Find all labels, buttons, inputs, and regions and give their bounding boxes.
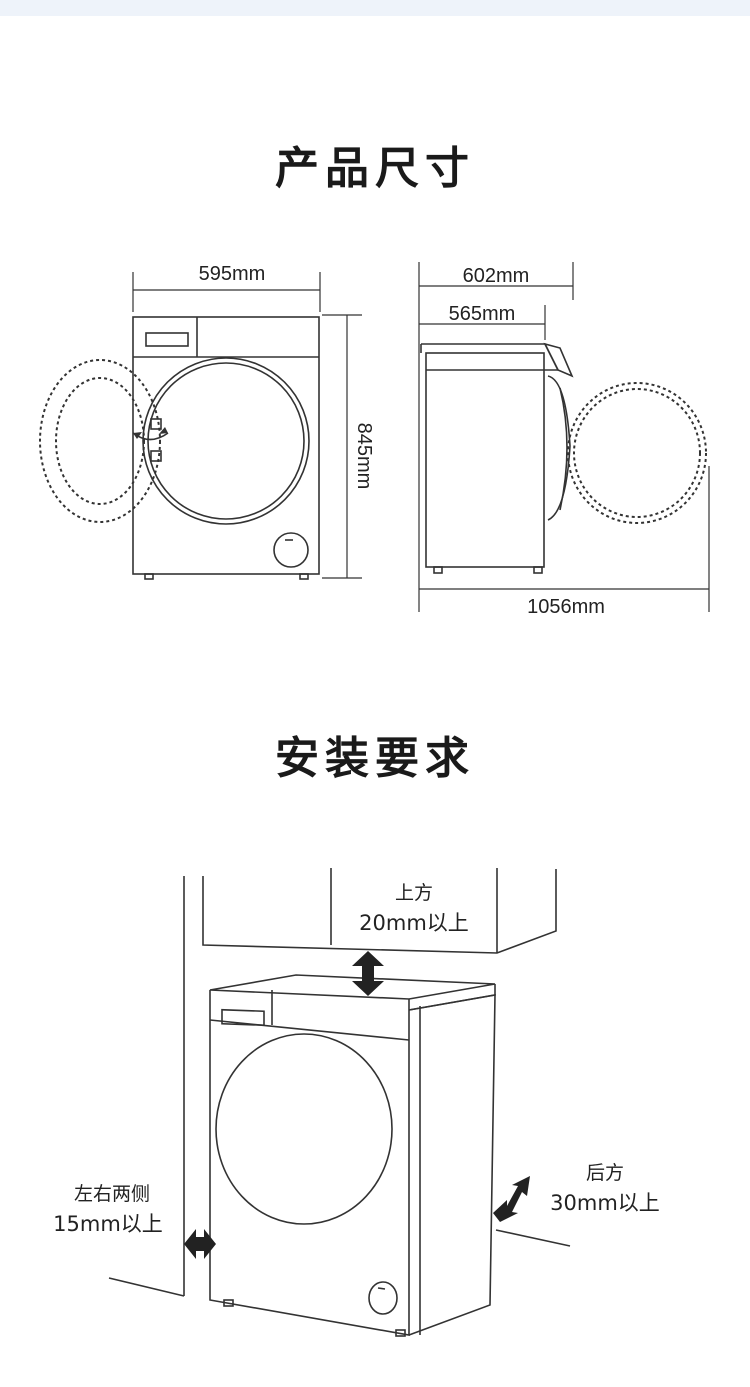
height-label: 845mm (353, 423, 375, 490)
depth-door-open-label: 1056mm (527, 596, 605, 618)
front-view-washer (39, 272, 362, 580)
rear-clearance-value: 30mm以上 (550, 1191, 660, 1215)
product-size-heading: 产品尺寸 (275, 143, 475, 194)
sides-clearance-label: 左右两侧 (74, 1183, 150, 1205)
depth-total-label: 602mm (463, 265, 530, 287)
install-requirements-heading: 安装要求 (275, 733, 475, 784)
rear-clearance-label: 后方 (586, 1162, 624, 1184)
sides-clearance-value: 15mm以上 (53, 1212, 163, 1236)
top-band (0, 0, 750, 16)
top-clearance-label: 上方 (395, 882, 433, 904)
installation-scene (108, 868, 571, 1337)
side-view-washer (418, 262, 710, 612)
top-clearance-value: 20mm以上 (359, 911, 469, 935)
front-width-label: 595mm (199, 263, 266, 285)
top-clearance-arrow (352, 951, 384, 996)
rear-clearance-arrow (493, 1176, 530, 1222)
depth-body-label: 565mm (449, 303, 516, 325)
side-clearance-arrow (184, 1229, 216, 1259)
